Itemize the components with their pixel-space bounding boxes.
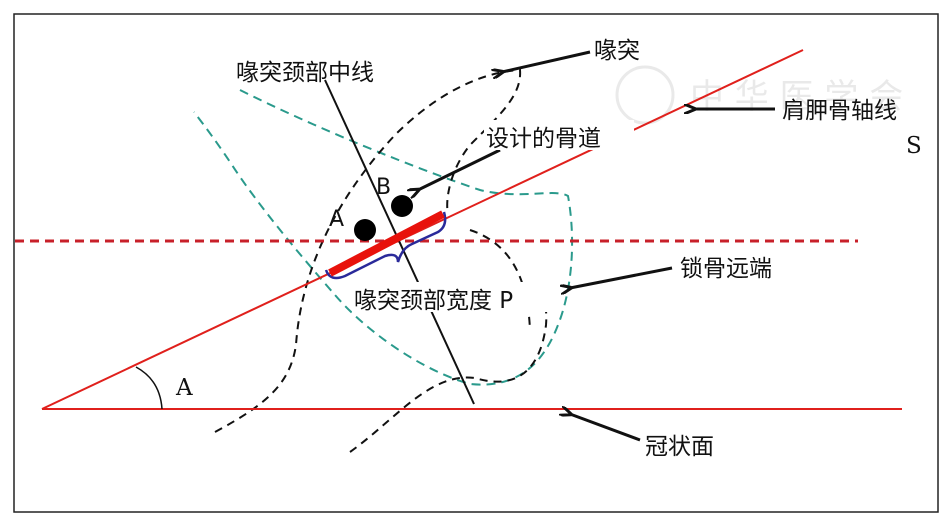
frame [13,13,939,513]
designed-tunnel-label: 设计的骨道 [486,126,601,152]
scapular-axis-label: 肩胛骨轴线 [782,98,897,124]
coronal-arrow [570,414,641,442]
coracoid-arrow [502,50,591,72]
point-b-dot [391,195,413,217]
scapular-axis-symbol: S [906,133,922,159]
point-b-label: B [376,175,391,200]
tunnel-arrow [418,148,501,190]
neck-midline-label: 喙突颈部中线 [236,60,374,86]
clavicle-arrow [570,266,673,288]
width-brace [324,211,447,280]
coracoid-label: 喙突 [594,38,640,64]
neck-midline [324,79,475,405]
designed-tunnel-bar [328,210,445,277]
coronal-plane-label: 冠状面 [645,434,714,460]
neck-width-label: 喙突颈部宽度 P [354,288,513,314]
point-a-label: A [329,207,344,232]
angle-label: A [175,375,193,401]
distal-clavicle-outline [193,89,574,386]
angle-arc [135,366,163,410]
scapular-axis-line [41,49,804,410]
coracoid-outline-lower [349,229,548,453]
distal-clavicle-label: 锁骨远端 [680,256,772,282]
point-a-dot [354,219,376,241]
